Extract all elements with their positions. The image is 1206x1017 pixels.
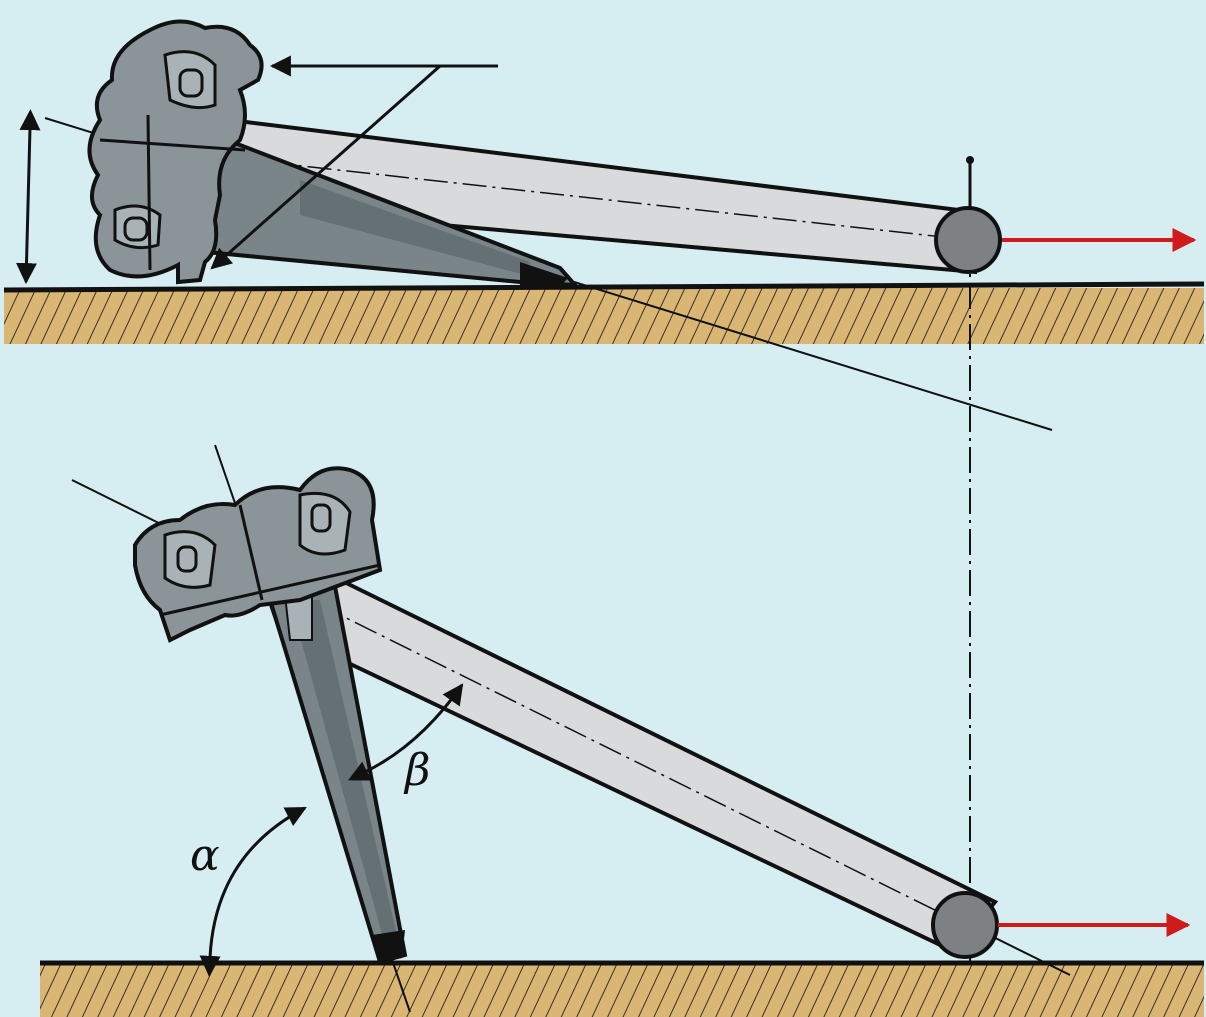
beta-label: β <box>403 745 430 796</box>
bottom-chain-ring <box>931 891 999 959</box>
alpha-angle-arc-icon <box>199 806 307 977</box>
height-dimension-arrow-icon <box>15 109 41 285</box>
alpha-label: α <box>190 830 220 881</box>
top-ground <box>3 281 1205 344</box>
top-chain-ring <box>934 206 1002 274</box>
top-leader-arrows <box>210 55 498 270</box>
bottom-anchor-crown <box>133 466 383 643</box>
top-panel <box>3 19 1205 1010</box>
top-anchor-fluke <box>172 116 580 288</box>
bottom-panel: α β <box>40 444 1204 1017</box>
bottom-ground <box>40 960 1204 1017</box>
beta-angle-arc-icon <box>348 683 464 781</box>
top-anchor-crown <box>87 19 264 285</box>
